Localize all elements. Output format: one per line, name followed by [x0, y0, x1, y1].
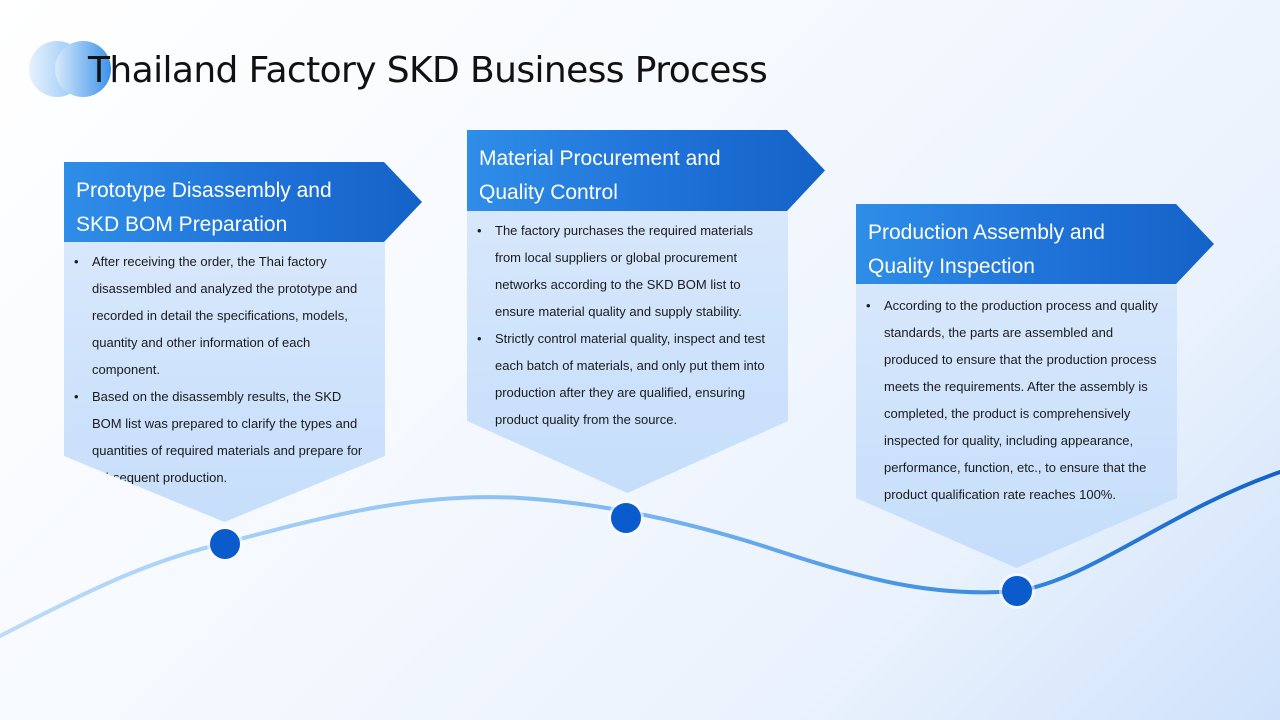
- milestone-dot-2: [611, 503, 641, 533]
- step-1-bullet-1: After receiving the order, the Thai fact…: [64, 248, 371, 383]
- step-3-bullets: According to the production process and …: [856, 292, 1163, 508]
- step-1-panel: After receiving the order, the Thai fact…: [64, 242, 385, 522]
- step-2-bullet-1: The factory purchases the required mater…: [467, 217, 774, 325]
- step-2-title-line1: Material Procurement and: [479, 147, 721, 170]
- step-1-bullets: After receiving the order, the Thai fact…: [64, 248, 371, 491]
- step-3-panel: According to the production process and …: [856, 284, 1177, 568]
- step-1-header: Prototype Disassembly and SKD BOM Prepar…: [64, 162, 422, 242]
- milestone-dot-3: [1002, 576, 1032, 606]
- step-3-title-line2: Quality Inspection: [868, 255, 1035, 278]
- step-3-bullet-1: According to the production process and …: [856, 292, 1163, 508]
- step-2-bullets: The factory purchases the required mater…: [467, 217, 774, 433]
- step-2-title-line2: Quality Control: [479, 181, 618, 204]
- page-title: Thailand Factory SKD Business Process: [88, 50, 768, 91]
- step-1-title-line1: Prototype Disassembly and: [76, 179, 332, 202]
- milestone-dot-1: [210, 529, 240, 559]
- step-1-title-line2: SKD BOM Preparation: [76, 213, 288, 236]
- step-2-bullet-2: Strictly control material quality, inspe…: [467, 325, 774, 433]
- title-decoration-icon: [29, 41, 111, 97]
- step-3-header: Production Assembly and Quality Inspecti…: [856, 204, 1214, 284]
- step-3-title-line1: Production Assembly and: [868, 221, 1105, 244]
- step-1-bullet-2: Based on the disassembly results, the SK…: [64, 383, 371, 491]
- step-2-header: Material Procurement and Quality Control: [467, 130, 825, 211]
